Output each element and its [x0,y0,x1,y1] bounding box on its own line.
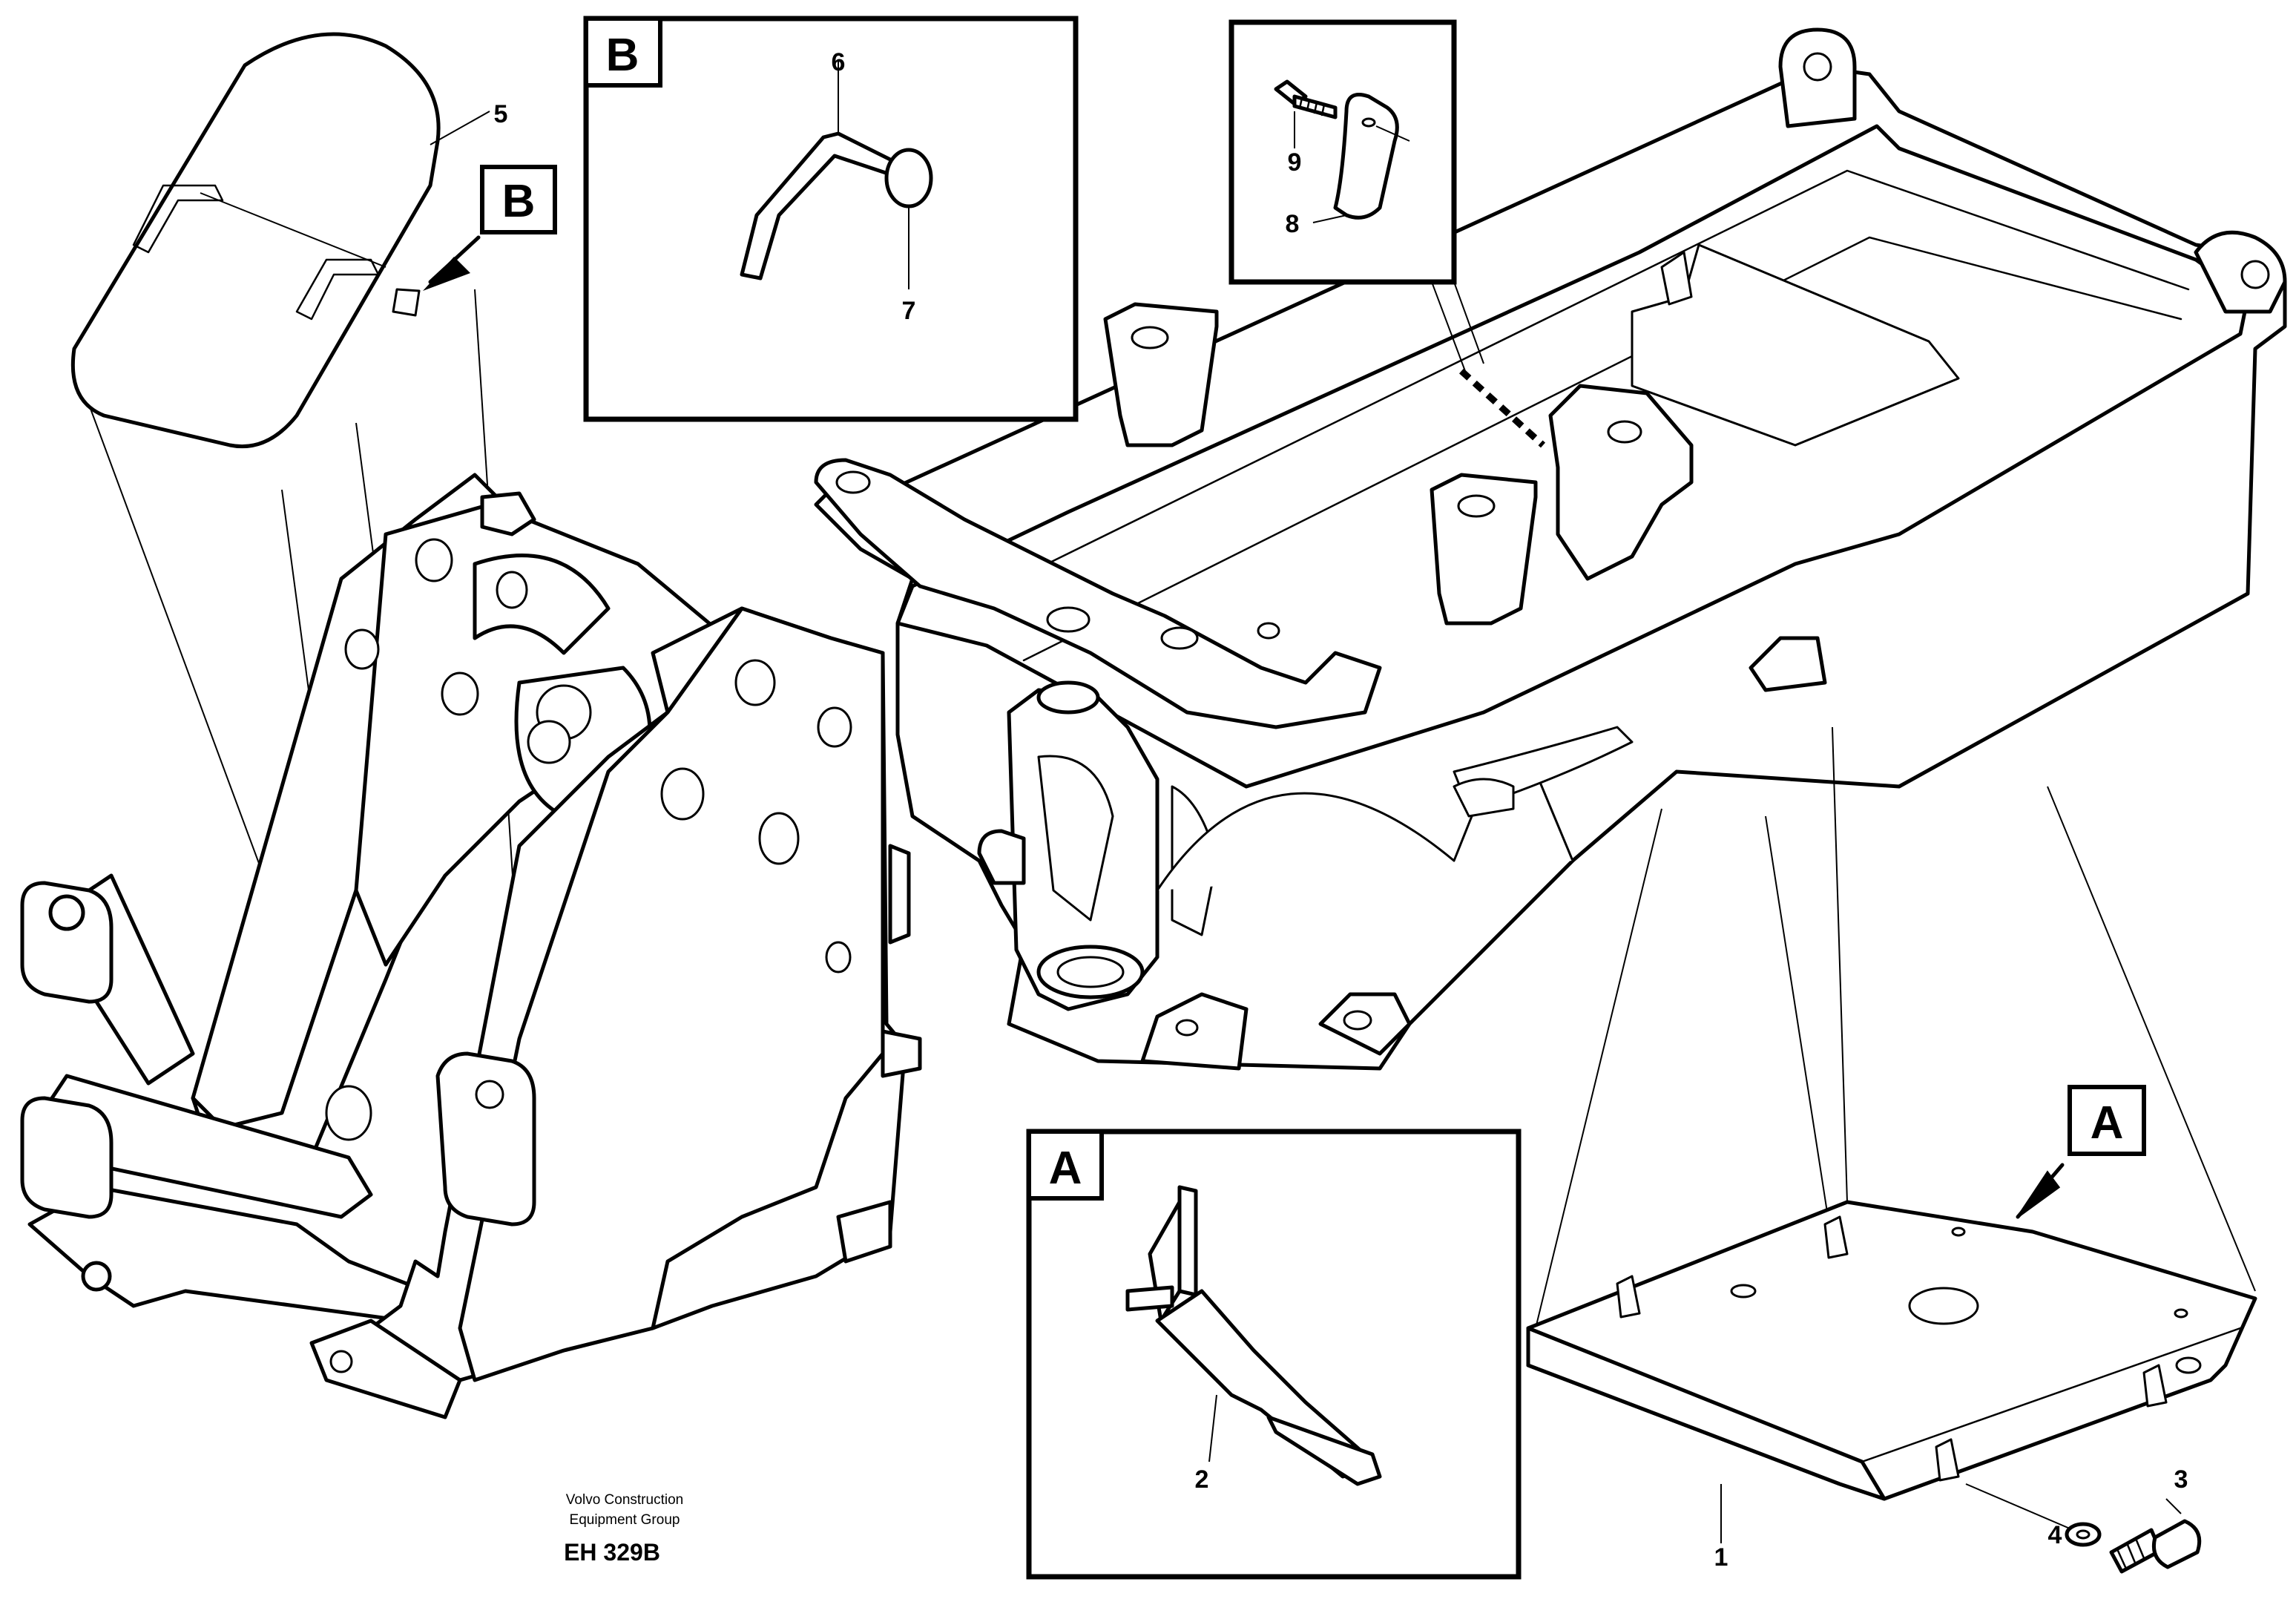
callout-8: 8 [1286,210,1300,238]
callout-5: 5 [494,100,508,128]
label-b-main-text: B [502,176,536,227]
callout-7: 7 [902,297,916,325]
footer-drawing-code: EH 329B [564,1539,660,1566]
detail-leader [1458,368,1546,448]
callout-9: 9 [1288,148,1302,177]
bottom-plate-drawing [1526,726,2257,1529]
label-b-box-text: B [606,30,639,81]
detail-box-a [1026,1129,1522,1580]
label-a-main-text: A [2091,1097,2124,1149]
front-frame-drawing [20,289,922,1419]
detail-box-89 [1228,19,1457,285]
label-a-main: A [2068,1085,2146,1156]
washer-bolt-drawing [2065,1519,2202,1574]
footer-line-1: Volvo Construction [566,1492,683,1508]
detail-box-b [583,16,1079,422]
callout-6: 6 [832,48,846,76]
label-b-main: B [423,165,557,291]
footer-line-2: Equipment Group [570,1512,680,1528]
callout-3: 3 [2174,1465,2188,1494]
callout-2: 2 [1195,1465,1209,1494]
cover-plate-drawing [70,32,490,449]
callout-1: 1 [1714,1543,1728,1572]
label-a-box-text: A [1049,1143,1082,1194]
callout-4: 4 [2048,1521,2062,1549]
rear-frame-drawing [814,27,2287,1071]
